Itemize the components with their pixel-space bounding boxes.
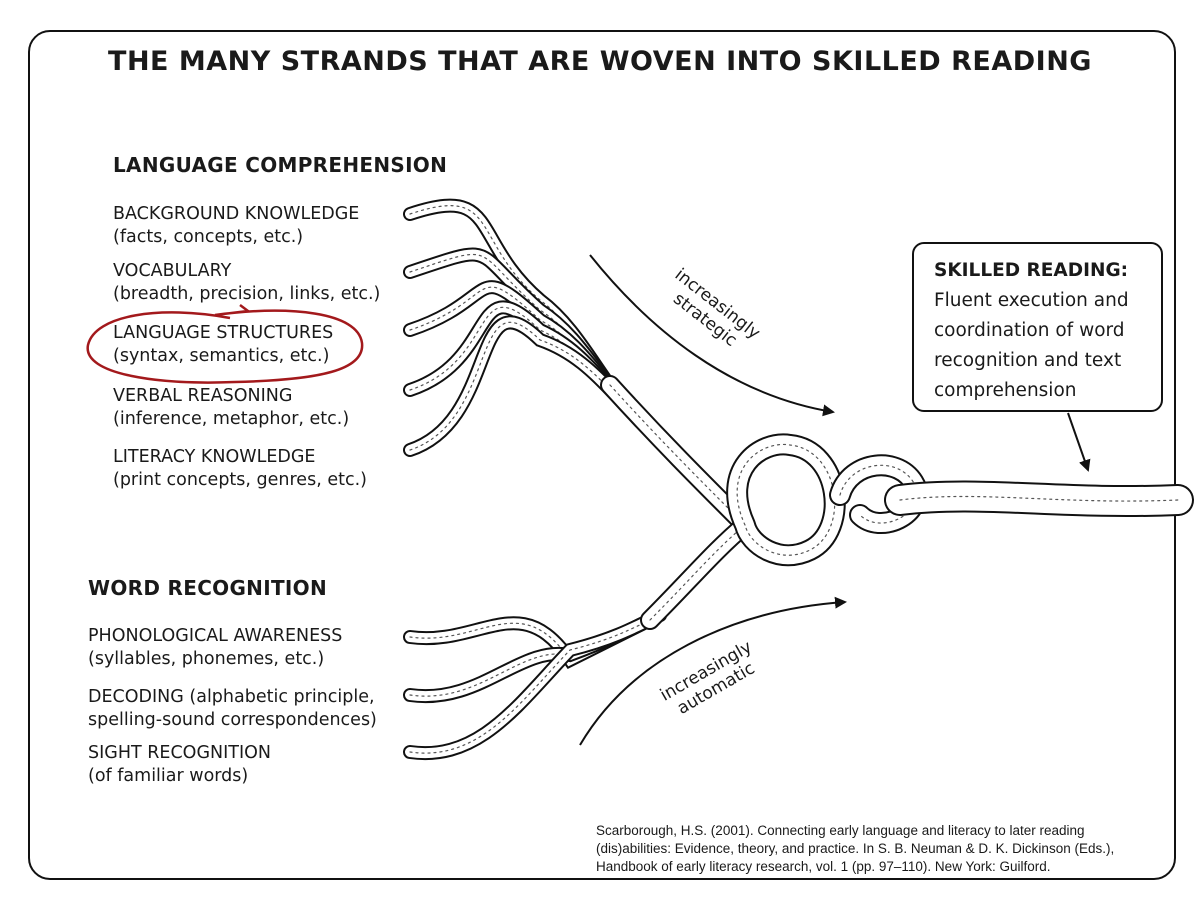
skilled-reading-callout: SKILLED READING: Fluent execution and co… xyxy=(912,242,1163,412)
strand-background-knowledge: BACKGROUND KNOWLEDGE (facts, concepts, et… xyxy=(113,203,359,249)
strand-detail: (inference, metaphor, etc.) xyxy=(113,409,350,429)
strand-detail: (of familiar words) xyxy=(88,766,249,786)
callout-arrow xyxy=(1067,412,1091,472)
diagram-title: THE MANY STRANDS THAT ARE WOVEN INTO SKI… xyxy=(108,46,1092,77)
strategic-arrow xyxy=(589,254,835,417)
skilled-reading-title: SKILLED READING: xyxy=(934,260,1129,281)
strand-decoding: DECODING (alphabetic principle, spelling-… xyxy=(88,686,377,732)
strand-detail: (facts, concepts, etc.) xyxy=(113,227,304,247)
recognition-strand xyxy=(409,614,661,754)
comprehension-strand xyxy=(409,322,631,451)
callout-line: coordination of word xyxy=(934,320,1125,341)
citation-line: (dis)abilities: Evidence, theory, and pr… xyxy=(596,841,1115,856)
word-recognition-heading: WORD RECOGNITION xyxy=(88,576,327,600)
strand-label: VERBAL REASONING xyxy=(113,386,293,406)
strand-label: LANGUAGE STRUCTURES xyxy=(113,323,334,343)
callout-line: recognition and text xyxy=(934,350,1122,371)
strand-detail-inline: (alphabetic principle, xyxy=(183,687,375,707)
citation-line: Handbook of early literacy research, vol… xyxy=(596,859,1051,874)
callout-line: Fluent execution and xyxy=(934,290,1129,311)
strand-label: VOCABULARY xyxy=(113,261,232,281)
strand-label: DECODING xyxy=(88,687,184,707)
rope-loop xyxy=(736,443,836,556)
comprehension-rope xyxy=(602,377,753,533)
strand-vocabulary: VOCABULARY (breadth, precision, links, et… xyxy=(113,260,380,306)
language-comprehension-heading: LANGUAGE COMPREHENSION xyxy=(113,153,448,177)
highlight-oval xyxy=(86,304,364,384)
callout-line: comprehension xyxy=(934,380,1077,401)
citation: Scarborough, H.S. (2001). Connecting ear… xyxy=(596,822,1114,876)
citation-line: Scarborough, H.S. (2001). Connecting ear… xyxy=(596,823,1085,838)
strand-detail: (print concepts, genres, etc.) xyxy=(113,470,367,490)
strand-verbal-reasoning: VERBAL REASONING (inference, metaphor, et… xyxy=(113,385,349,431)
skilled-reading-rope xyxy=(899,495,1179,502)
strand-label: BACKGROUND KNOWLEDGE xyxy=(113,204,360,224)
strand-detail: (breadth, precision, links, etc.) xyxy=(113,284,381,304)
comprehension-rope xyxy=(609,384,746,526)
strand-language-structures: LANGUAGE STRUCTURES (syntax, semantics, e… xyxy=(113,322,333,368)
strand-literacy-knowledge: LITERACY KNOWLEDGE (print concepts, genre… xyxy=(113,446,367,492)
strand-sight-recognition: SIGHT RECOGNITION (of familiar words) xyxy=(88,742,271,788)
comprehension-strand xyxy=(409,253,631,411)
automatic-arrow xyxy=(579,596,847,746)
strand-label: SIGHT RECOGNITION xyxy=(88,743,271,763)
strand-detail: (syntax, semantics, etc.) xyxy=(113,346,330,366)
recognition-rope xyxy=(649,524,746,621)
strand-phonological-awareness: PHONOLOGICAL AWARENESS (syllables, phonem… xyxy=(88,625,342,671)
strand-label: PHONOLOGICAL AWARENESS xyxy=(88,626,343,646)
strand-label: LITERACY KNOWLEDGE xyxy=(113,447,316,467)
diagram-frame xyxy=(28,30,1176,880)
strand-detail: spelling-sound correspondences) xyxy=(88,710,377,730)
strand-detail: (syllables, phonemes, etc.) xyxy=(88,649,325,669)
